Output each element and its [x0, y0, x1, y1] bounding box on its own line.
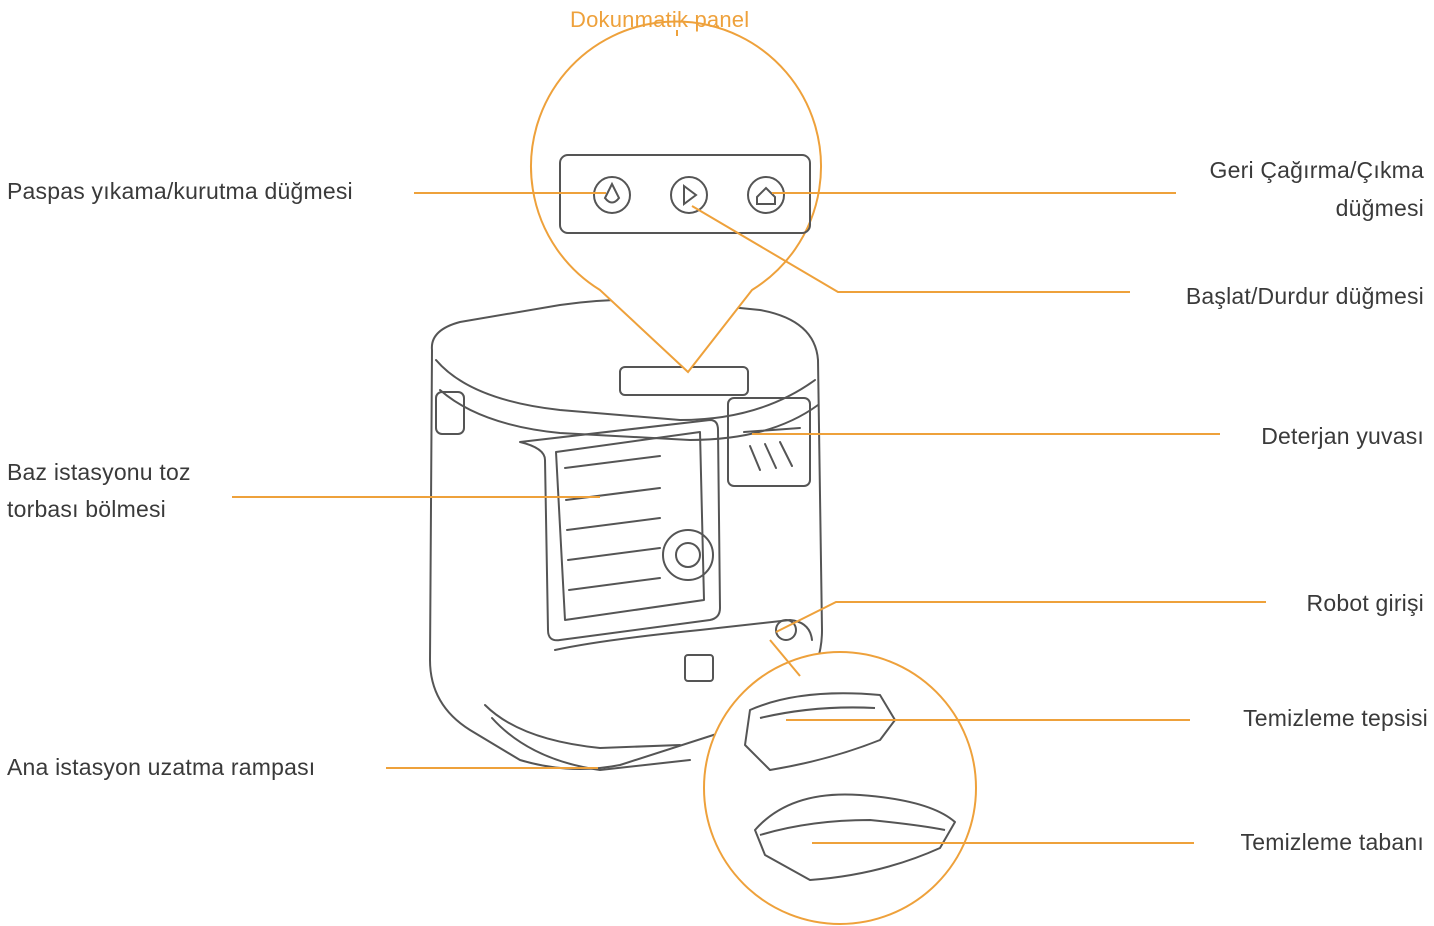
extension-ramp [484, 704, 681, 749]
label-cleaning-base: Temizleme tabanı [1240, 829, 1424, 855]
mop-drop-icon [593, 176, 631, 214]
rotary-knob [662, 529, 714, 581]
home-icon [747, 176, 785, 214]
label-recall-exit-line2: düğmesi [1335, 195, 1424, 221]
touch-panel-callout [530, 20, 822, 374]
label-extension-ramp: Ana istasyon uzatma rampası [7, 754, 316, 780]
cleaning-tray [744, 692, 896, 771]
label-cleaning-tray: Temizleme tepsisi [1243, 705, 1428, 731]
top-touch-strip [619, 366, 749, 396]
touch-panel-title: Dokunmatik panel [570, 7, 750, 32]
label-mop-wash-dry: Paspas yıkama/kurutma düğmesi [7, 178, 353, 204]
label-dust-bag-line1: Baz istasyonu toz [7, 459, 191, 485]
dust-bag-door [519, 419, 721, 642]
leader-robot-entry [775, 601, 1266, 633]
station-lid [435, 359, 816, 421]
station-body [429, 298, 823, 770]
label-detergent: Deterjan yuvası [1261, 423, 1424, 449]
robot-entry [554, 619, 813, 651]
label-start-stop: Başlat/Durdur düğmesi [1185, 283, 1424, 309]
cleaning-base [754, 793, 956, 881]
label-dust-bag-line2: torbası bölmesi [7, 496, 166, 522]
label-recall-exit-line1: Geri Çağırma/Çıkma [1209, 157, 1424, 183]
leader-start-stop [691, 205, 1130, 293]
side-handle [435, 391, 465, 435]
label-robot-entry: Robot girişi [1306, 590, 1424, 616]
detergent-slot [727, 397, 811, 487]
play-icon [670, 176, 708, 214]
